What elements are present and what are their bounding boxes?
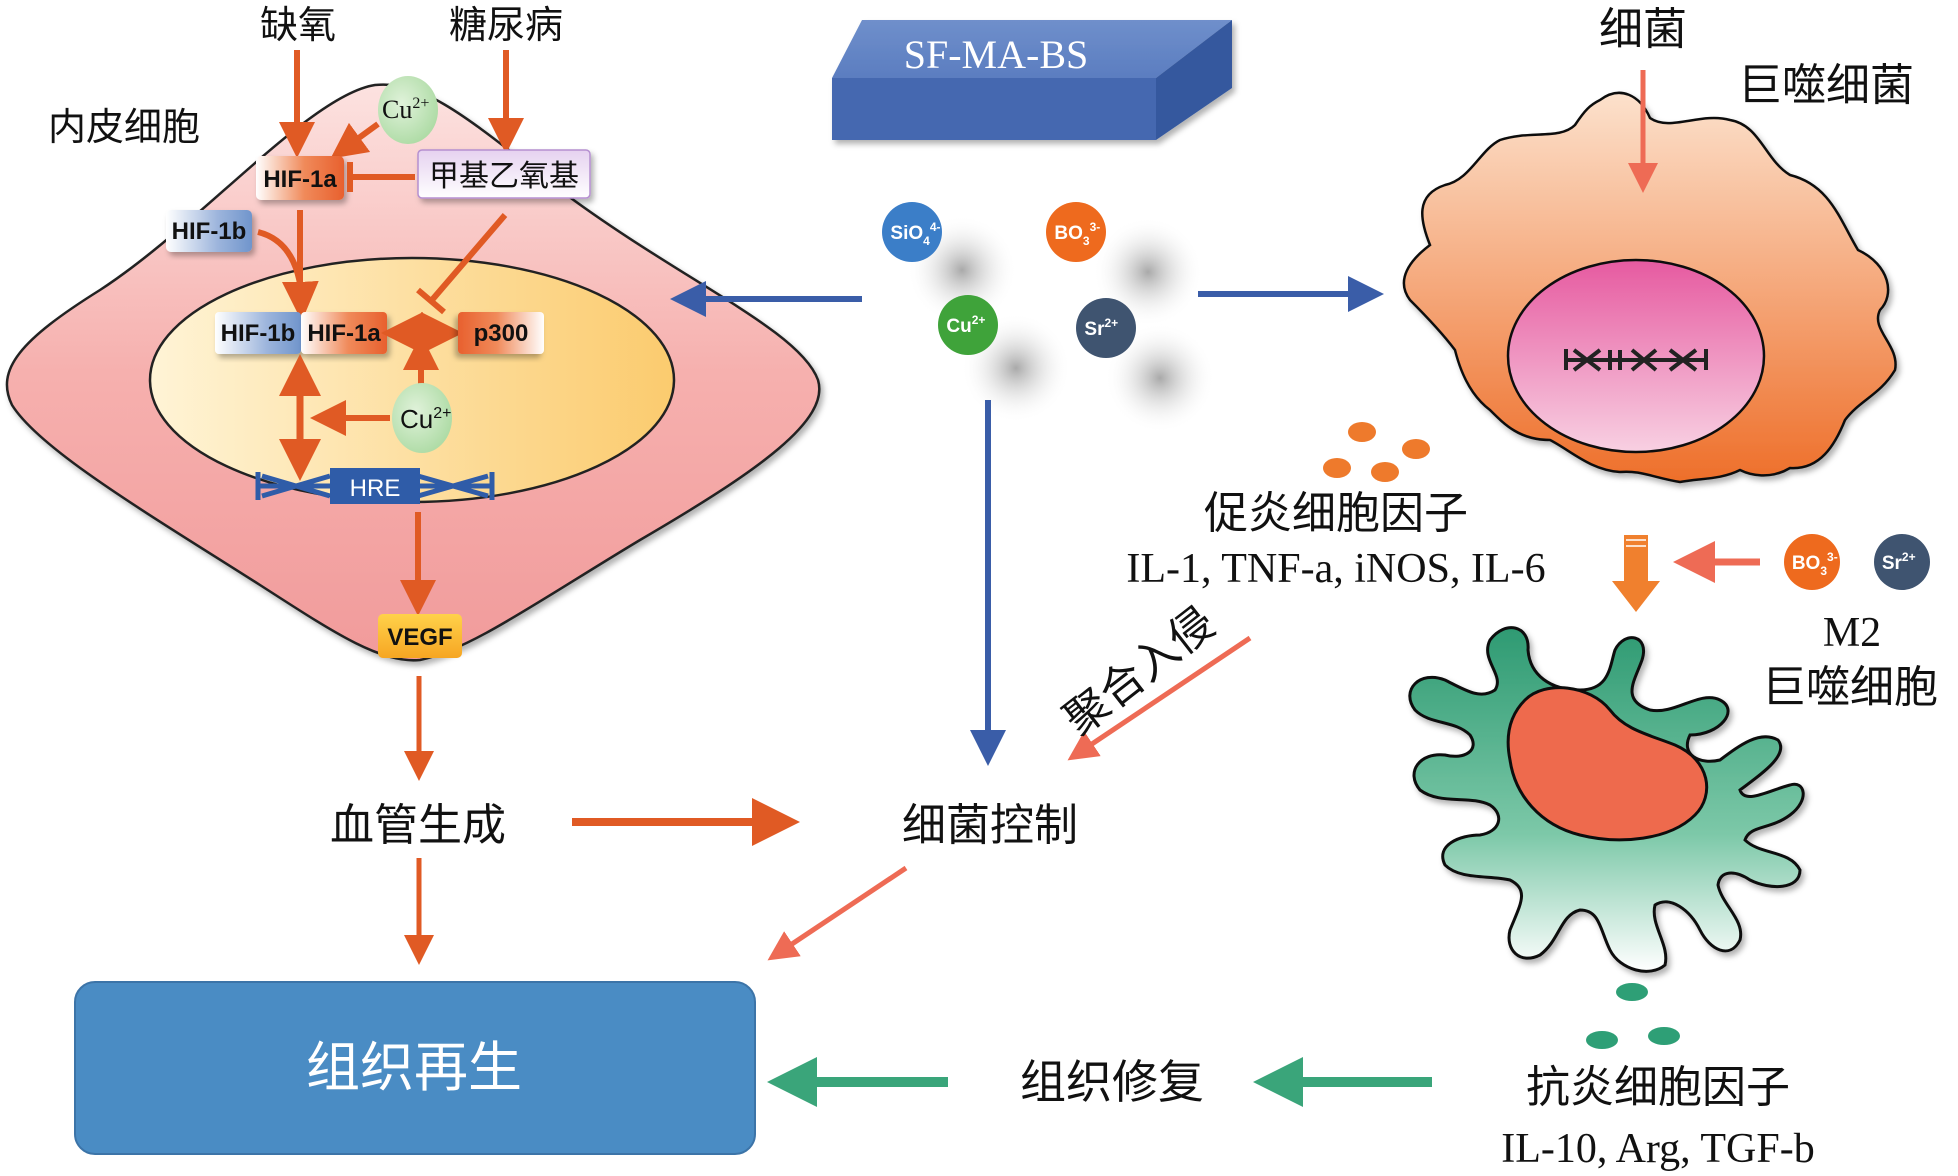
ion-circle (1046, 202, 1106, 262)
diabetes-label: 糖尿病 (449, 3, 563, 47)
tissue-regeneration-box: 组织再生 (74, 981, 756, 1155)
m2-label: M2 (1823, 610, 1881, 656)
ion-circle (882, 202, 942, 262)
cu-top-sup: 2+ (412, 95, 429, 112)
ion-label: Sr2+ (1084, 316, 1118, 340)
methoxy-label: 甲基乙氧基 (429, 159, 579, 194)
inhibit-bar-p300 (416, 287, 446, 315)
antiinflammatory-factors: IL-10, Arg, TGF-b (1501, 1126, 1814, 1172)
ion-circle (1784, 534, 1840, 590)
ion-label: BO33- (1792, 550, 1838, 578)
vegf-box: VEGF (378, 614, 462, 658)
ion-sr-bubble: Sr2+ (1874, 534, 1930, 590)
ion-label: Cu2+ (946, 313, 985, 337)
polarization-ions: BO33- Sr2+ (1784, 534, 1930, 590)
arrow-aggregation-invasion (1067, 635, 1252, 761)
ion-sio-bubble: SiO44- (882, 202, 942, 262)
hif-complex: HIF-1b HIF-1a (215, 312, 387, 354)
dna-icon (1564, 348, 1708, 372)
ion-circle (1076, 298, 1136, 358)
ion-cu-bubble: Cu2+ (938, 295, 998, 355)
antiinflammatory-title: 抗炎细胞因子 (1526, 1062, 1790, 1113)
ion-label: Sr2+ (1882, 550, 1916, 574)
m2-macrophage (1408, 626, 1805, 973)
arrow-cu-to-hif1a (330, 121, 380, 159)
arrow-bacteria-control-to-regeneration (767, 865, 908, 961)
scaffold-ions: SiO44- BO33- Cu2+ Sr2+ (882, 202, 1136, 358)
antiinflammatory-dots (1586, 983, 1680, 1049)
polarization-arrow (1612, 535, 1660, 612)
methoxy-box: 甲基乙氧基 (417, 149, 591, 199)
hif1a-box: HIF-1a (256, 156, 344, 200)
ion-bo-bubble: BO33- (1046, 202, 1106, 262)
hif1b-box: HIF-1b (166, 210, 252, 252)
scaffold-slab: SF-MA-BS (832, 20, 1232, 140)
cu-ion-nucleus: Cu2+ (392, 383, 452, 453)
m2-nucleus (1506, 686, 1709, 842)
ion-bo-bubble: BO33- (1784, 534, 1840, 590)
cu-ion-top: Cu2+ (378, 76, 438, 144)
proinflammatory-dots (1323, 422, 1430, 482)
m2-macrophage-label: 巨噬细胞 (1762, 662, 1938, 713)
ion-circle (1874, 534, 1930, 590)
cu-top-base: Cu (382, 95, 412, 124)
p300-box: p300 (458, 312, 544, 354)
inhibit-methoxy-p300 (429, 213, 508, 302)
hif1b-label: HIF-1b (172, 218, 247, 245)
ion-label: SiO44- (890, 220, 940, 248)
svg-text:Cu2+: Cu2+ (400, 404, 452, 434)
complex-hif1b-label: HIF-1b (221, 320, 296, 347)
ion-circle (938, 295, 998, 355)
proinflammatory-factors: IL-1, TNF-a, iNOS, IL-6 (1126, 546, 1545, 592)
endothelial-cell: 内皮细胞 (5, 83, 821, 662)
scaffold-label: SF-MA-BS (904, 32, 1089, 77)
ion-sr-bubble: Sr2+ (1076, 298, 1136, 358)
endothelial-cell-label: 内皮细胞 (48, 105, 200, 149)
hif1a-label: HIF-1a (263, 166, 337, 193)
cu-nuc-base: Cu (400, 404, 433, 434)
proinflammatory-title: 促炎细胞因子 (1204, 488, 1468, 539)
hre-label: HRE (350, 475, 401, 502)
m1-macrophage-label: 巨噬细菌 (1738, 60, 1914, 111)
cu-nuc-sup: 2+ (433, 405, 451, 422)
tissue-repair-label: 组织修复 (1020, 1055, 1204, 1109)
complex-hif1a-label: HIF-1a (307, 320, 381, 347)
vegf-label: VEGF (387, 624, 452, 651)
bacteria-label: 细菌 (1599, 4, 1687, 55)
hypoxia-label: 缺氧 (260, 3, 336, 47)
hre-dna: HRE (255, 468, 495, 504)
bacteria-control-label: 细菌控制 (902, 800, 1078, 851)
tissue-regeneration-label: 组织再生 (306, 1036, 522, 1099)
nucleus (148, 256, 676, 504)
m1-macrophage (1402, 91, 1897, 484)
svg-text:Cu2+: Cu2+ (382, 95, 429, 124)
angiogenesis-label: 血管生成 (330, 800, 506, 851)
ion-label: BO33- (1054, 220, 1100, 248)
p300-label: p300 (474, 320, 529, 347)
